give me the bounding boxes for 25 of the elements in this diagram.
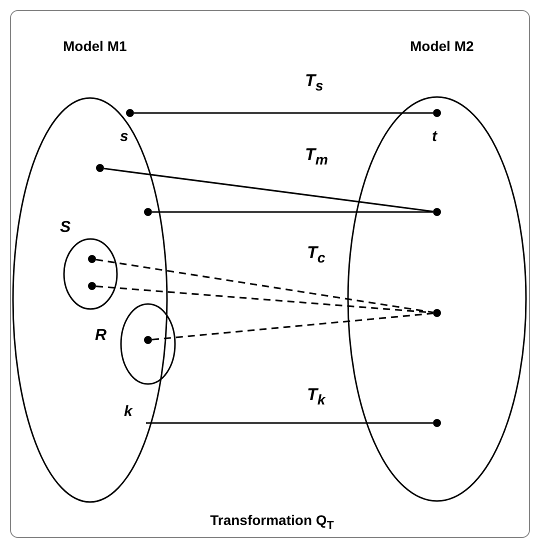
point-dot [433,419,441,427]
point-dot [144,208,152,216]
mapping-line [104,168,434,212]
dashed-mapping-line [152,312,434,340]
point-dot [96,164,104,172]
point-dot [144,336,152,344]
element-label: k [124,404,146,442]
point-dot [433,109,441,117]
point-dot [88,282,96,290]
dashed-mapping-line [96,258,434,314]
mapping-line [134,112,433,114]
set-title: Model M2 [410,38,474,54]
set-title: Model M1 [63,38,127,54]
mapping-line [152,211,433,213]
subset-label: S [60,220,71,236]
point-dot [126,109,134,117]
caption: Transformation Q$_{T}$ [210,512,334,528]
mapping-line [146,422,433,424]
point-dot [88,255,96,263]
point-label: t [432,129,437,144]
subset-label: R [95,328,107,344]
point-label: s [120,129,128,144]
dashed-mapping-line [96,286,434,314]
point-dot [433,309,441,317]
point-dot [433,208,441,216]
